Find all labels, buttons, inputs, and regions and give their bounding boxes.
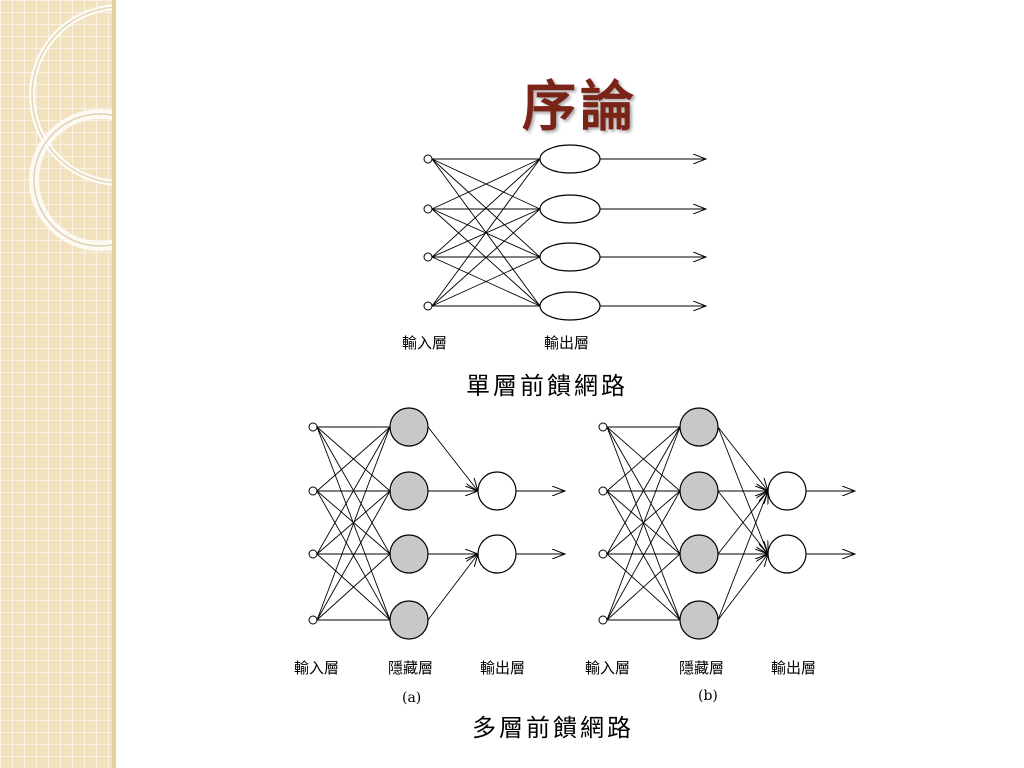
multi-layer-network-a — [308, 407, 565, 640]
connection-line — [717, 491, 768, 621]
output-neuron — [767, 471, 807, 511]
connection-line — [427, 426, 478, 491]
single-output-layer-label: 輸出層 — [544, 334, 590, 352]
connection-line — [606, 426, 681, 555]
connection-line — [316, 426, 391, 492]
hidden-neuron — [389, 407, 429, 447]
input-node — [423, 204, 433, 214]
connection-line — [316, 490, 391, 621]
connection-line — [431, 158, 541, 307]
connection-line — [316, 426, 391, 555]
connection-line — [606, 490, 681, 621]
connection-line — [717, 554, 768, 621]
input-node — [308, 422, 318, 432]
output-neuron — [767, 534, 807, 574]
single-layer-caption: 單層前饋網路 — [466, 372, 628, 400]
multi-a-output-layer-label: 輸出層 — [480, 659, 526, 677]
input-node — [598, 549, 608, 559]
hidden-neuron — [389, 534, 429, 574]
decorative-sidebar — [0, 0, 112, 768]
hidden-neuron — [679, 534, 719, 574]
connection-line — [717, 426, 768, 491]
multi-b-sublabel: (b) — [698, 688, 718, 704]
multi-b-output-layer-label: 輸出層 — [771, 659, 817, 677]
multi-layer-caption: 多層前饋網路 — [472, 714, 634, 742]
connection-line — [606, 426, 681, 492]
output-neuron — [477, 471, 517, 511]
input-node — [598, 486, 608, 496]
connection-line — [316, 553, 391, 621]
output-neuron — [539, 291, 601, 321]
single-layer-network — [423, 144, 706, 321]
multi-b-hidden-layer-label: 隱藏層 — [679, 659, 725, 677]
single-input-layer-label: 輸入層 — [402, 334, 448, 352]
connection-line — [431, 256, 541, 307]
connection-line — [316, 426, 391, 621]
sidebar-edge — [112, 0, 116, 768]
multi-a-input-layer-label: 輸入層 — [294, 659, 340, 677]
connection-line — [717, 426, 768, 554]
connection-line — [431, 158, 541, 258]
input-node — [308, 549, 318, 559]
hidden-neuron — [679, 471, 719, 511]
connection-line — [431, 158, 541, 210]
connection-line — [606, 553, 681, 621]
connection-line — [606, 426, 681, 621]
sidebar-rings — [29, 4, 112, 251]
input-node — [598, 615, 608, 625]
multi-a-sublabel: (a) — [402, 690, 422, 706]
connection-line — [431, 208, 541, 307]
hidden-neuron — [679, 600, 719, 640]
multi-a-hidden-layer-label: 隱藏層 — [388, 659, 434, 677]
input-node — [308, 615, 318, 625]
output-neuron — [539, 194, 601, 224]
hidden-neuron — [389, 471, 429, 511]
input-node — [423, 301, 433, 311]
multi-b-input-layer-label: 輸入層 — [585, 659, 631, 677]
slide-title: 序論 — [522, 74, 638, 138]
output-neuron — [539, 144, 601, 174]
input-node — [598, 422, 608, 432]
output-neuron — [477, 534, 517, 574]
hidden-neuron — [389, 600, 429, 640]
connection-line — [427, 554, 478, 621]
input-node — [423, 252, 433, 262]
hidden-neuron — [679, 407, 719, 447]
output-neuron — [539, 242, 601, 272]
input-node — [423, 154, 433, 164]
multi-layer-network-b — [598, 407, 855, 640]
input-node — [308, 486, 318, 496]
